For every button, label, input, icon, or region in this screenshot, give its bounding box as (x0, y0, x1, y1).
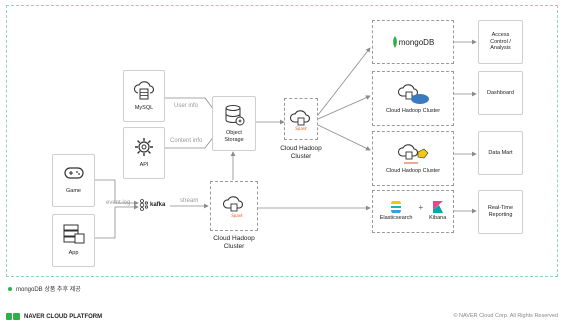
mysql-label: MySQL (134, 105, 154, 112)
api-node: API (123, 127, 165, 179)
edge-label-stream: stream (180, 198, 199, 204)
access-control-node: Access Control / Analysis (478, 20, 523, 64)
hadoop-top-node: Spark (284, 98, 318, 140)
dashboard-node: Dashboard (478, 71, 523, 115)
dashboard-label: Dashboard (487, 89, 514, 96)
hadoop-r2-caption: Cloud Hadoop Cluster (385, 108, 441, 115)
hadoop-hive-icon (397, 144, 429, 164)
gamepad-icon (63, 167, 84, 179)
svg-text:Spark: Spark (295, 126, 307, 131)
game-label: Game (66, 188, 81, 195)
footnote-text: mongoDB 상품 추후 제공 (16, 287, 81, 293)
kafka-label: kafka (150, 202, 166, 208)
app-server-icon (63, 224, 84, 244)
app-node: App (52, 214, 95, 267)
diagram-frame (6, 5, 558, 277)
kafka-icon (139, 199, 148, 211)
kibana-icon (432, 201, 443, 214)
copyright: © NAVER Cloud Corp. All Rights Reserved (453, 313, 558, 319)
green-dot-icon (8, 286, 12, 291)
cloud-db-icon (133, 81, 155, 100)
hadoop-r3-caption: Cloud Hadoop Cluster (385, 168, 441, 175)
mongodb-label: mongoDB (398, 37, 435, 47)
api-label: API (139, 162, 149, 169)
gear-icon (135, 138, 153, 157)
hadoop-bottom-caption: Cloud Hadoop Cluster (213, 235, 255, 251)
kibana-group: Kibana (429, 201, 446, 222)
naver-cloud-logo-icon (6, 313, 20, 320)
hadoop-top-caption: Cloud Hadoop Cluster (280, 145, 322, 161)
hadoop-elephant-icon (397, 84, 429, 105)
footnote: mongoDB 상품 추후 제공 (8, 284, 81, 293)
object-storage-label: Object Storage (224, 129, 244, 143)
kafka-logo: kafka (139, 199, 165, 211)
brand-text: NAVER CLOUD PLATFORM (24, 313, 103, 320)
mysql-node: MySQL (123, 70, 165, 122)
data-mart-label: Data Mart (488, 149, 513, 156)
plus-sign: + (418, 203, 424, 212)
app-label: App (68, 250, 79, 257)
hadoop-bottom-node: Spark (210, 181, 258, 231)
kibana-label: Kibana (429, 215, 447, 222)
svg-text:Spark: Spark (231, 213, 243, 218)
object-storage-node: Object Storage (212, 96, 256, 151)
elasticsearch-label: Elasticsearch (379, 215, 413, 222)
brand-logo: NAVER CLOUD PLATFORM (6, 313, 102, 320)
mongodb-node: mongoDB (372, 20, 454, 64)
realtime-reporting-label: Real-Time Reporting (487, 205, 514, 218)
elasticsearch-icon (391, 201, 402, 214)
edge-label-content-info: Content info (170, 138, 203, 144)
cloud-hadoop-icon: Spark (222, 196, 243, 218)
data-mart-node: Data Mart (478, 131, 523, 175)
cloud-hadoop-icon: Spark (289, 110, 311, 131)
es-kibana-node: Elasticsearch + Kibana (372, 190, 454, 233)
hadoop-r2-node: Cloud Hadoop Cluster (372, 71, 454, 126)
edge-label-user-info: User info (174, 103, 199, 109)
mongodb-leaf-icon (392, 36, 397, 48)
storage-icon (225, 104, 245, 126)
edge-label-event-log: event log (106, 200, 131, 206)
realtime-reporting-node: Real-Time Reporting (478, 190, 523, 234)
access-control-label: Access Control / Analysis (490, 32, 511, 52)
elasticsearch-group: Elasticsearch (379, 201, 413, 222)
game-node: Game (52, 154, 95, 207)
hadoop-r3-node: Cloud Hadoop Cluster (372, 131, 454, 186)
